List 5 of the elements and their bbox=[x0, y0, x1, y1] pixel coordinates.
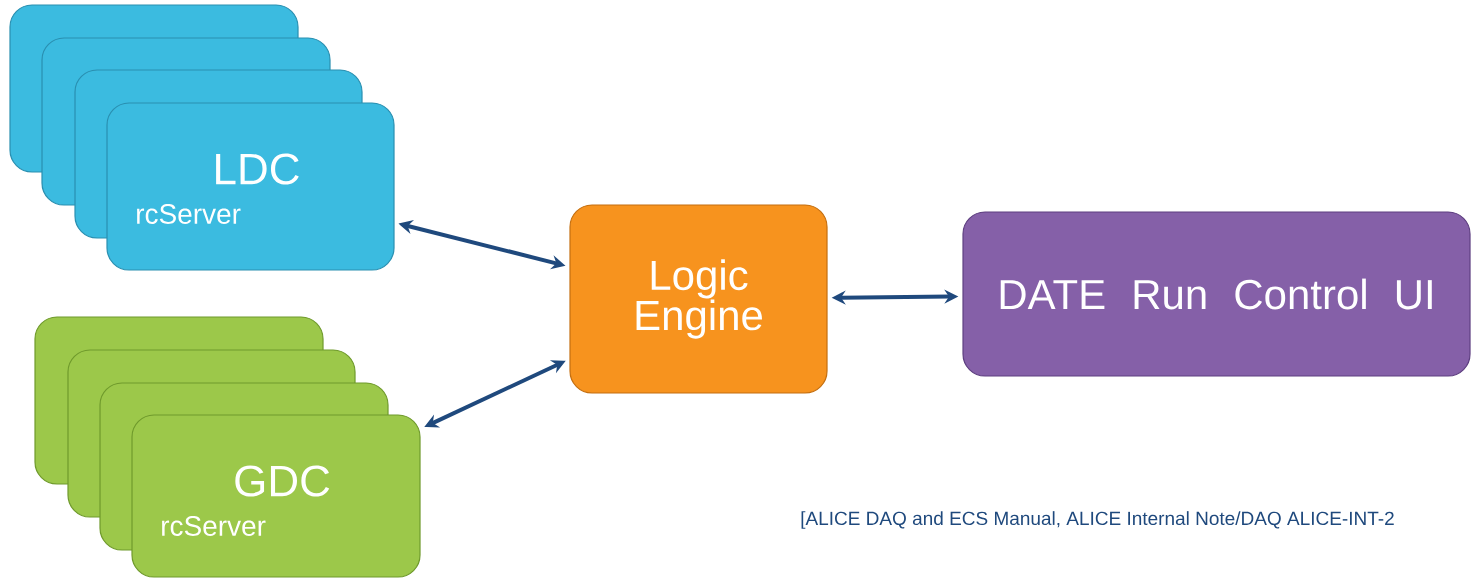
process-box: DATE Run Control UI bbox=[962, 211, 1471, 377]
process-box: Logic Engine bbox=[569, 204, 828, 394]
process-box: GDC rcServer bbox=[131, 414, 421, 578]
citation-note: [ALICE DAQ and ECS Manual, ALICE Internal Note/DAQ ALICE-INT-2 bbox=[801, 511, 1394, 529]
process-box: LDC rcServer bbox=[106, 102, 395, 271]
